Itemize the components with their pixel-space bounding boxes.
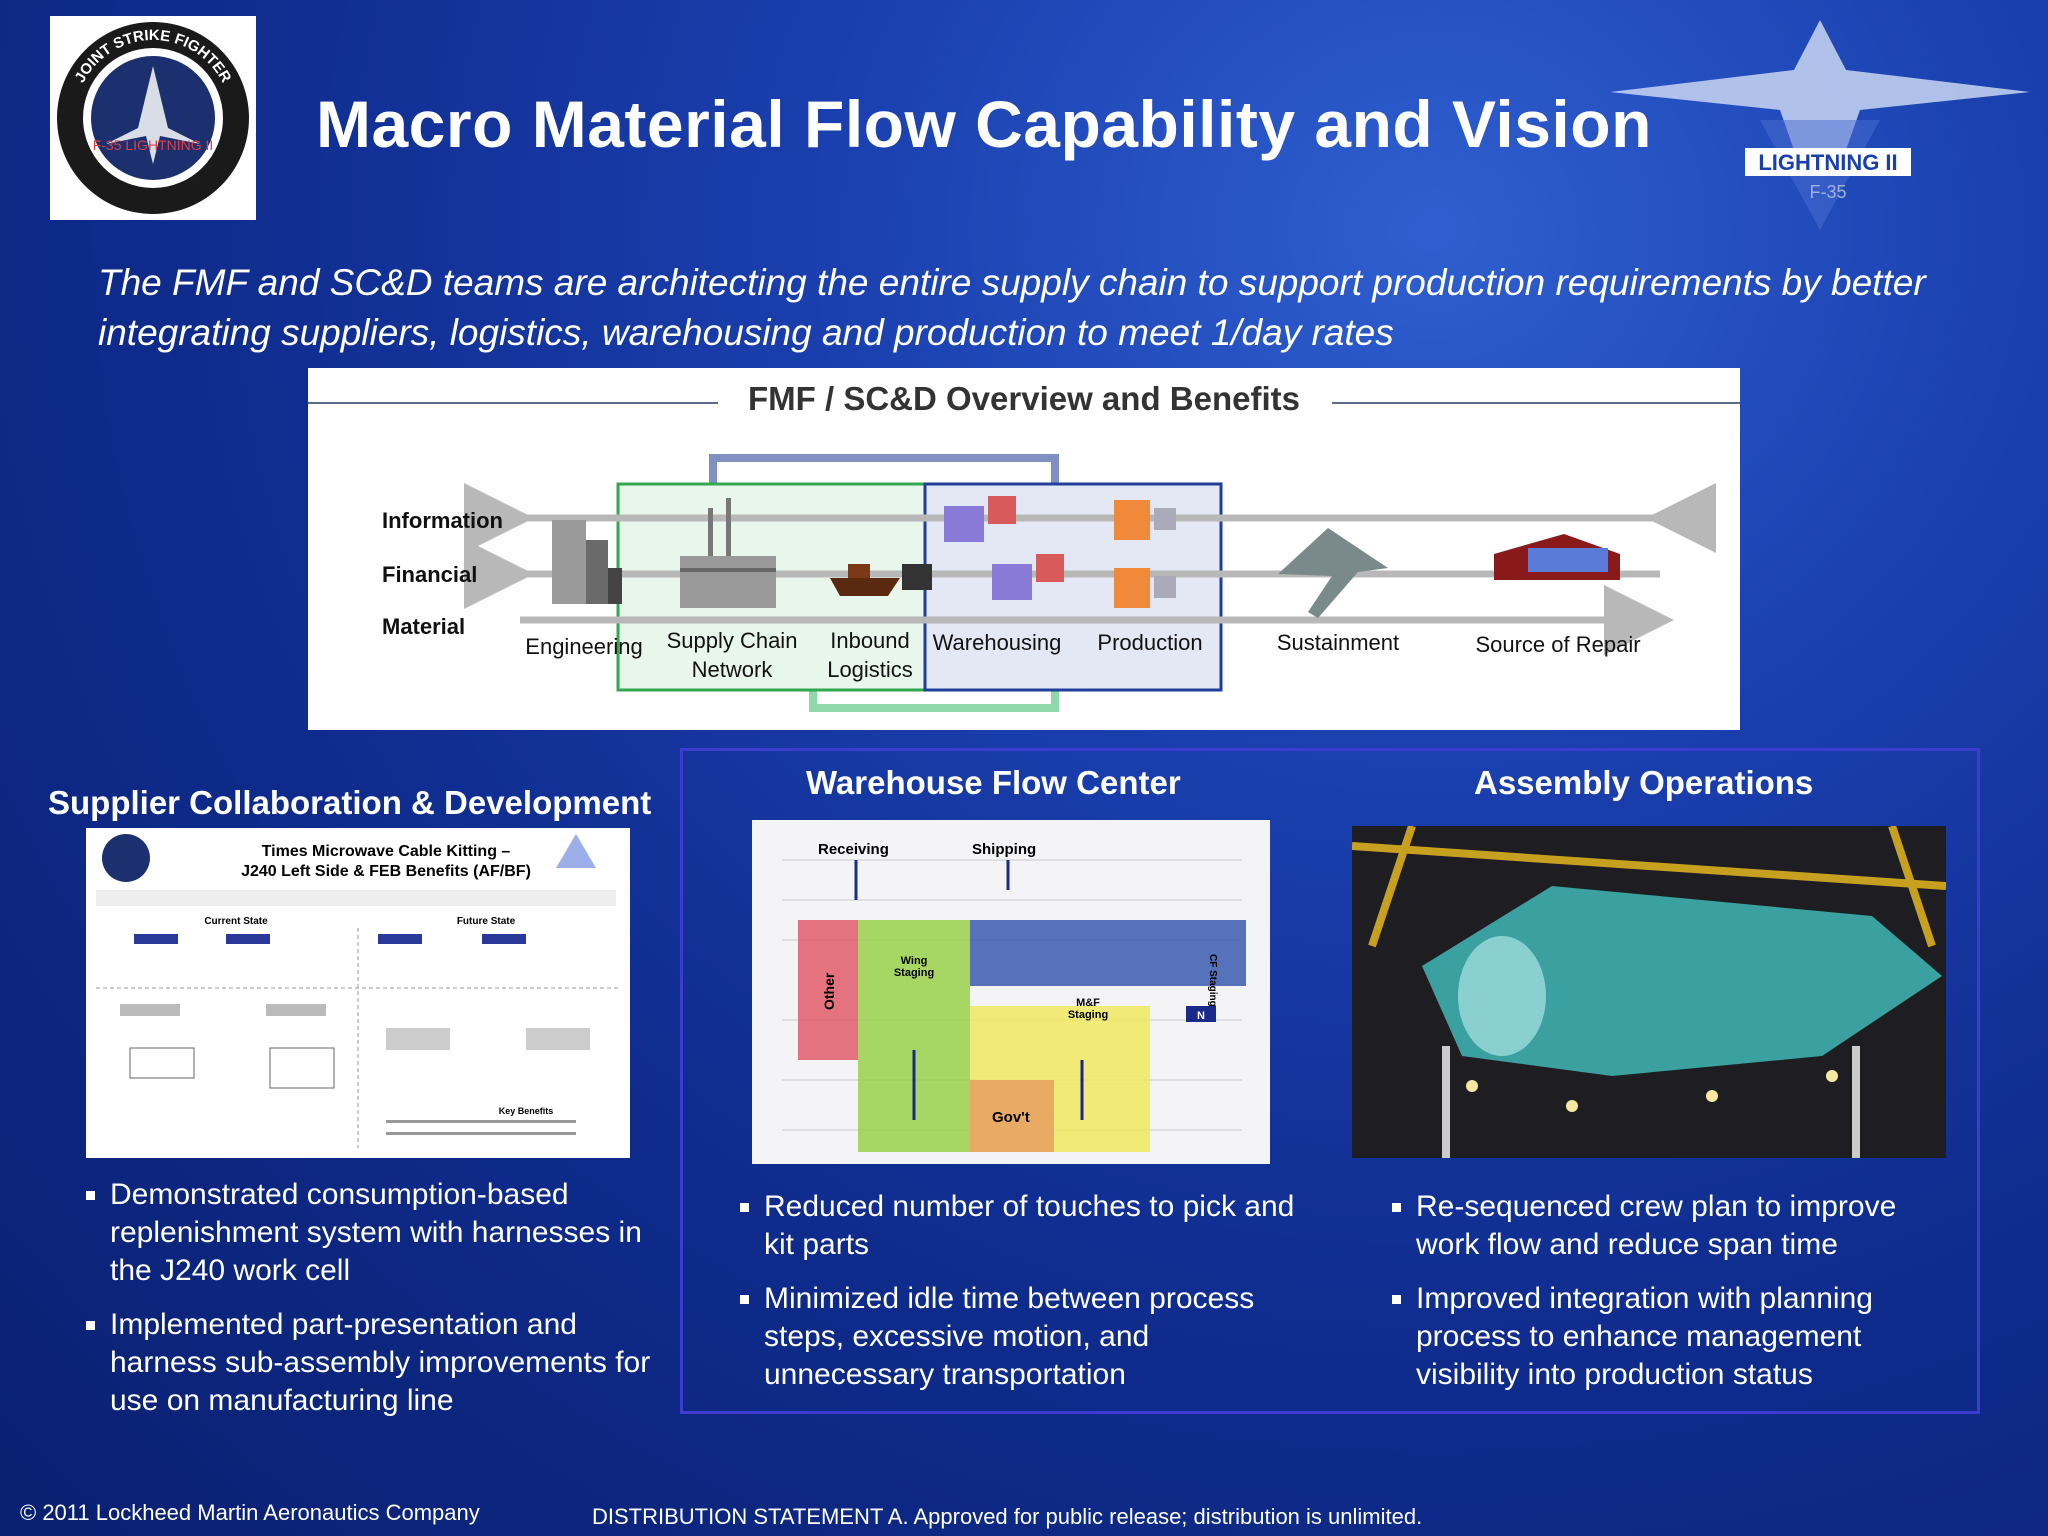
overview-panel: FMF / SC&D Overview and Benefits — [308, 368, 1740, 730]
logo-sub-text: F-35 LIGHTNING II — [93, 137, 214, 153]
brand-sub-text: F-35 — [1809, 182, 1846, 202]
map-receiving-label: Receiving — [818, 841, 889, 858]
stage-warehousing: Warehousing — [932, 630, 1062, 655]
warehouse-bullet-1: Reduced number of touches to pick and ki… — [740, 1188, 1300, 1264]
assembly-section-title: Assembly Operations — [1474, 764, 1814, 801]
engineering-building-icon — [552, 520, 622, 604]
stage-production: Production — [1097, 630, 1203, 655]
stage-inbound-line2: Logistics — [827, 657, 913, 682]
subtitle: The FMF and SC&D teams are architecting … — [98, 262, 1926, 353]
doc-current-state: Current State — [204, 916, 268, 927]
factory-icon — [680, 498, 776, 608]
warehouse-robot-icon — [944, 496, 1064, 600]
map-wing-staging-label: Staging — [894, 967, 934, 979]
warehouse-section-title: Warehouse Flow Center — [806, 764, 1181, 801]
brand-badge-text: LIGHTNING II — [1758, 150, 1897, 175]
stage-inbound-logistics: Inbound Logistics — [812, 626, 928, 684]
stage-supply-chain-line2: Network — [691, 657, 773, 682]
supplier-bullet-1: Demonstrated consumption-based replenish… — [86, 1176, 666, 1290]
info-loop — [709, 454, 1059, 488]
map-cf-label: CF Staging — [1207, 954, 1218, 1007]
assembly-bullet-1: Re-sequenced crew plan to improve work f… — [1392, 1188, 1952, 1264]
jsf-logo: F-35 LIGHTNING II JOINT STRIKE FIGHTER — [50, 16, 256, 220]
footer-distribution: DISTRIBUTION STATEMENT A. Approved for p… — [592, 1504, 1423, 1529]
doc-title-line1: Times Microwave Cable Kitting – — [262, 843, 511, 860]
supplier-bullets: Demonstrated consumption-based replenish… — [86, 1176, 666, 1436]
hangar-icon — [1494, 534, 1620, 580]
operations-frame — [680, 748, 1980, 1414]
stage-inbound-line1: Inbound — [830, 628, 910, 653]
overview-title: FMF / SC&D Overview and Benefits — [748, 380, 1300, 417]
title-rule-right — [1332, 402, 1740, 404]
map-mf-staging-label: Staging — [1068, 1009, 1108, 1021]
map-wing-label: Wing — [901, 955, 928, 967]
doc-future-state: Future State — [457, 916, 516, 927]
title-rule-left — [308, 402, 718, 404]
stage-sustainment: Sustainment — [1276, 630, 1400, 655]
supplier-document-image: Times Microwave Cable Kitting – J240 Lef… — [86, 828, 630, 1158]
flow-label-financial: Financial — [382, 562, 478, 587]
doc-title-line2: J240 Left Side & FEB Benefits (AF/BF) — [241, 863, 531, 880]
doc-key-benefits: Key Benefits — [499, 1106, 554, 1116]
assembly-bullet-2: Improved integration with planning proce… — [1392, 1280, 1952, 1394]
assembly-bullets: Re-sequenced crew plan to improve work f… — [1392, 1188, 1952, 1410]
map-other-label: Other — [821, 972, 837, 1010]
stage-engineering: Engineering — [525, 634, 643, 659]
map-north-label: N — [1197, 1010, 1205, 1022]
stage-supply-chain-line1: Supply Chain — [666, 628, 798, 653]
map-govt-label: Gov't — [992, 1109, 1030, 1126]
supplier-bullet-2: Implemented part-presentation and harnes… — [86, 1306, 666, 1420]
stage-source-of-repair: Source of Repair — [1475, 632, 1641, 657]
jet-aircraft-icon — [1278, 528, 1388, 618]
page-title: Macro Material Flow Capability and Visio… — [316, 87, 1652, 161]
flow-label-material: Material — [382, 614, 466, 639]
map-shipping-label: Shipping — [972, 841, 1036, 858]
warehouse-bullets: Reduced number of touches to pick and ki… — [740, 1188, 1300, 1410]
production-robot-icon — [1114, 500, 1176, 608]
map-mf-label: M&F — [1076, 997, 1100, 1009]
footer-copyright: © 2011 Lockheed Martin Aeronautics Compa… — [20, 1500, 480, 1525]
material-loop — [809, 684, 1059, 712]
warehouse-bullet-2: Minimized idle time between process step… — [740, 1280, 1300, 1394]
ship-truck-icon — [830, 564, 932, 596]
assembly-photo — [1352, 826, 1946, 1158]
f35-brand-mark: LIGHTNING II F-35 — [1610, 0, 2040, 240]
warehouse-floor-map: Receiving Shipping Other Wing Staging M&… — [752, 820, 1270, 1164]
stage-supply-chain-network: Supply Chain Network — [652, 626, 812, 684]
flow-label-information: Information — [382, 508, 503, 533]
supplier-section-title: Supplier Collaboration & Development — [48, 784, 652, 821]
